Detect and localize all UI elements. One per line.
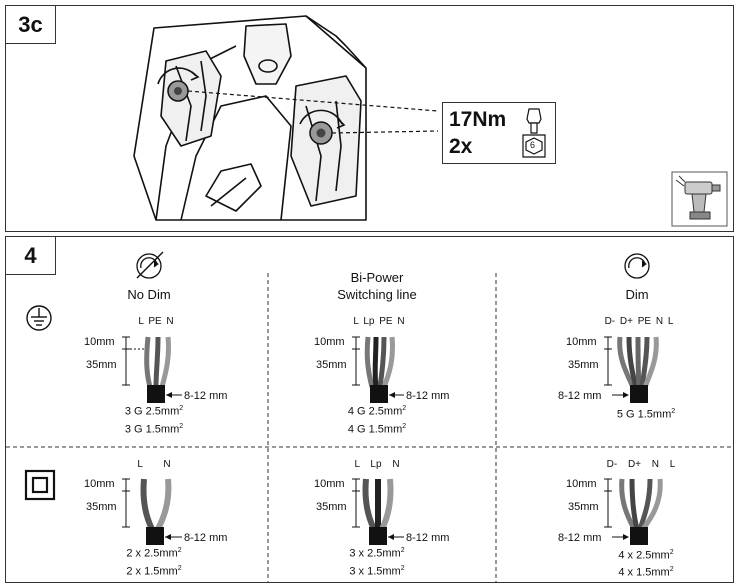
strip-length-short: 10mm [84,336,115,348]
sheath-diameter: 8-12 mm [558,532,602,544]
strip-length-long: 35mm [568,501,599,513]
wire-labels: L Lp N [354,459,400,470]
sheath-diameter: 8-12 mm [406,390,450,402]
cable-spec-1: 3 x 2.5mm2 [349,547,405,560]
dim-icon [624,253,650,279]
torque-value: 17Nm [449,108,507,131]
sheath-diameter: 8-12 mm [184,532,228,544]
cable-spec-1: 5 G 1.5mm2 [616,408,676,421]
strip-length-long: 35mm [86,359,117,371]
double-insulation-icon [24,469,56,501]
strip-length-short: 10mm [314,336,345,348]
strip-length-long: 35mm [568,359,599,371]
sheath-diameter: 8-12 mm [558,390,602,402]
cable-spec-2: 3 G 1.5mm2 [124,423,184,436]
strip-length-short: 10mm [314,478,345,490]
cable-spec-2: 4 x 1.5mm2 [618,566,674,579]
cable-spec-1: 3 G 2.5mm2 [124,405,184,418]
hex-bit-size: 6 [530,140,536,150]
column-title-dim: Dim [625,287,649,302]
sheath-diameter: 8-12 mm [406,532,450,544]
step-3c-panel: 3c [5,5,734,232]
step-4-panel: 4 [5,236,734,583]
wire-labels: L Lp PE N [353,316,405,327]
fixture-mounting-illustration [133,15,728,227]
cable-row2-col3 [604,478,663,545]
cable-row2-col2 [352,478,404,545]
screw-quantity: 2x [449,135,473,158]
cable-spec-2: 2 x 1.5mm2 [126,565,182,578]
wire-labels: D- D+ PE N L [604,316,674,327]
left-screw [157,67,200,102]
column-subtitle-switching-line: Switching line [337,287,417,302]
cable-spec-1: 2 x 2.5mm2 [126,547,182,560]
step-4-label: 4 [6,237,56,275]
earth-ground-icon [26,305,52,331]
wire-labels: L N [137,459,171,470]
power-drill-icon [671,171,728,227]
cable-spec-1: 4 x 2.5mm2 [618,549,674,562]
strip-length-short: 10mm [566,336,597,348]
cable-spec-1: 4 G 2.5mm2 [347,405,407,418]
no-dim-icon [136,251,164,279]
cable-row2-col1 [122,478,182,545]
strip-length-long: 35mm [316,501,347,513]
cable-row1-col1 [122,336,182,403]
column-title-bi-power: Bi-Power [350,270,404,285]
step-3c-label: 3c [6,6,56,44]
cable-spec-2: 4 G 1.5mm2 [347,423,407,436]
strip-length-long: 35mm [86,501,117,513]
hex-bit-icon [522,108,546,158]
cable-spec-2: 3 x 1.5mm2 [349,565,405,578]
strip-length-long: 35mm [316,359,347,371]
cable-row1-col2 [352,336,404,403]
strip-length-short: 10mm [84,478,115,490]
wire-labels: L PE N [138,316,174,327]
wire-labels: D- D+ N L [606,459,676,470]
strip-length-short: 10mm [566,478,597,490]
column-title-no-dim: No Dim [127,287,171,302]
sheath-diameter: 8-12 mm [184,390,228,402]
cable-row1-col3 [604,336,659,403]
cable-stripping-diagrams [6,251,733,582]
torque-spec-box: 17Nm 2x 6 [442,102,556,164]
